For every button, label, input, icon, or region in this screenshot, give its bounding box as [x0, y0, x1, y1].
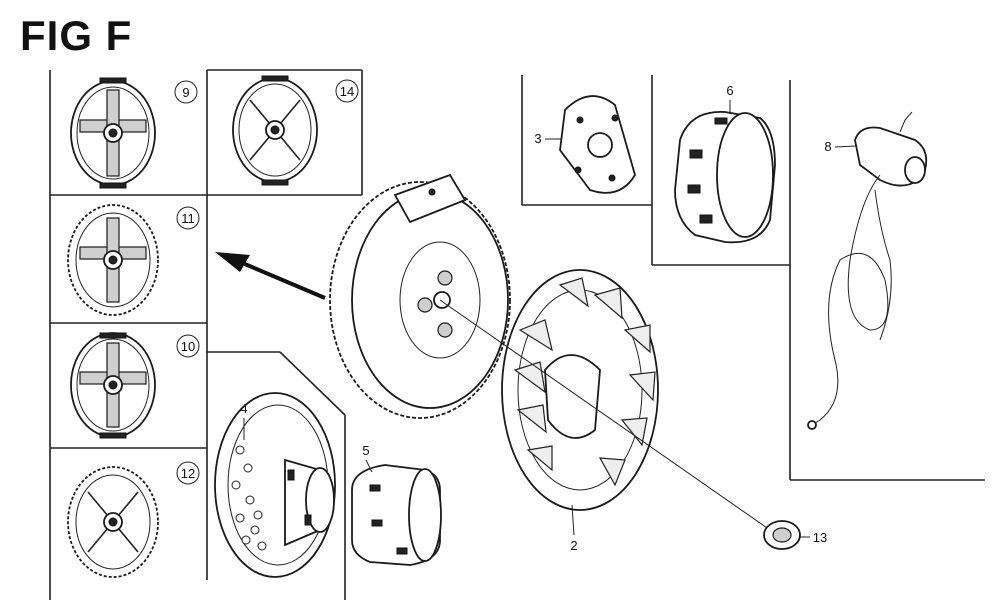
part-2-cooling-fan	[501, 269, 659, 511]
callout-13: 13	[800, 530, 827, 545]
callout-6: 6	[726, 83, 734, 114]
callout-2: 2	[570, 504, 578, 553]
callout-12: 12	[176, 461, 200, 485]
part-11-ring-gear-cover	[67, 204, 159, 316]
figure-title: FIG F	[20, 12, 133, 59]
part-6-starter-drum	[674, 111, 776, 244]
part-8-starter-grip-rope	[807, 111, 928, 430]
callout-11-label: 11	[181, 211, 195, 226]
callout-8-label: 8	[824, 139, 831, 154]
callout-4: 4	[240, 401, 248, 440]
part-3-plate	[559, 95, 636, 194]
part-12-ring-gear-cover	[67, 466, 159, 578]
callout-8: 8	[824, 139, 857, 154]
callout-9: 9	[174, 80, 198, 104]
panel-borders	[49, 69, 985, 600]
callout-12-label: 12	[181, 466, 195, 481]
callout-9-label: 9	[182, 85, 189, 100]
part-4-starter-pulley	[214, 392, 336, 578]
callout-2-label: 2	[570, 538, 577, 553]
part-flywheel	[329, 173, 511, 419]
callout-14-label: 14	[340, 84, 354, 99]
callout-10-label: 10	[181, 339, 195, 354]
part-14-cooling-cover	[232, 75, 318, 186]
callout-14: 14	[335, 79, 359, 103]
part-13-flange-nut	[763, 520, 801, 550]
callout-3-label: 3	[534, 131, 541, 146]
callout-3: 3	[534, 131, 562, 146]
axis-line	[439, 299, 771, 531]
callout-13-label: 13	[813, 530, 827, 545]
part-9-cooling-cover	[70, 77, 156, 189]
part-5-starter-cup	[351, 464, 442, 566]
callout-5-label: 5	[362, 443, 369, 458]
part-10-cooling-cover	[70, 332, 156, 439]
callout-4-label: 4	[240, 401, 247, 416]
callout-10: 10	[176, 334, 200, 358]
callout-6-label: 6	[726, 83, 733, 98]
callout-11: 11	[176, 206, 200, 230]
direction-arrow	[215, 252, 326, 300]
callout-5: 5	[362, 443, 373, 473]
